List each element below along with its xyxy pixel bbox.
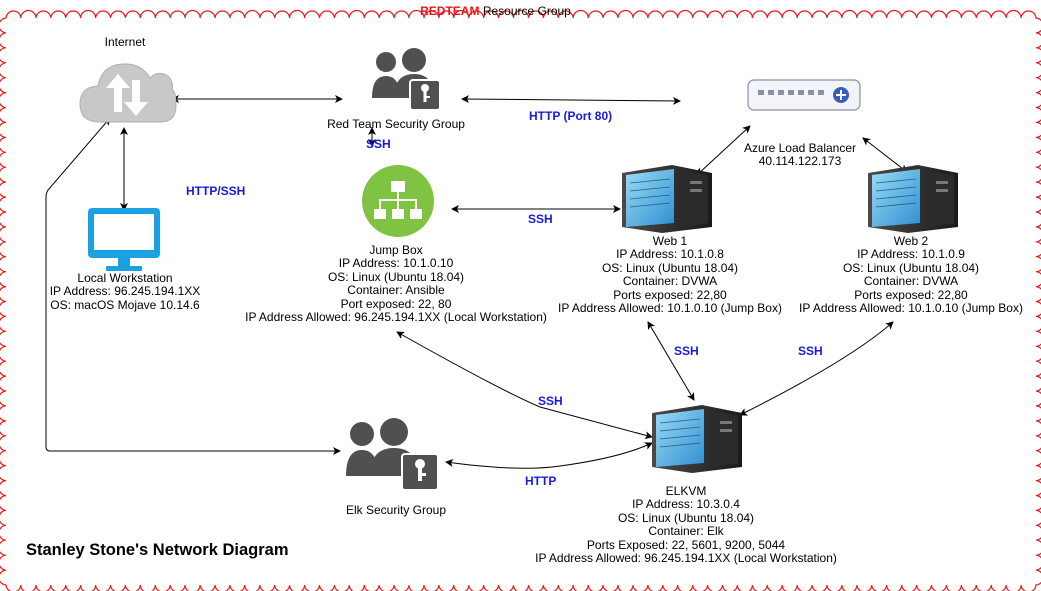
node-name: Jump Box — [369, 243, 423, 257]
node-detail: IP Address Allowed: 10.1.0.10 (Jump Box) — [799, 301, 1023, 316]
edge-label-ssh-jumpbox-elk: SSH — [538, 394, 563, 408]
diagram-title: Stanley Stone's Network Diagram — [26, 541, 289, 559]
node-name: Internet — [104, 35, 146, 49]
edge-redteam-loadbalancer — [461, 95, 681, 105]
security-group-icon — [346, 418, 439, 491]
node-detail: Ports exposed: 22,80 — [854, 287, 968, 302]
edge-label-http-elk: HTTP — [525, 474, 557, 488]
node-name: Elk Security Group — [345, 503, 447, 517]
node-detail: IP Address: 10.1.0.8 — [616, 247, 724, 262]
node-detail: Ports exposed: 22,80 — [613, 287, 727, 302]
cloud-icon — [79, 63, 177, 123]
node-detail: IP Address Allowed: 96.245.194.1XX (Loca… — [535, 551, 837, 566]
edge-elk-elksg — [445, 442, 653, 469]
node-detail: Container: Elk — [648, 524, 724, 539]
edge-lb-web1 — [696, 125, 751, 176]
elk-sg-label: Elk Security Group — [316, 503, 476, 517]
node-detail: 40.114.122.173 — [758, 154, 842, 169]
resource-group-title: REDTEAM Resource Group — [0, 4, 991, 18]
node-detail: OS: Linux (Ubuntu 18.04) — [601, 260, 739, 275]
node-name: Web 2 — [893, 234, 929, 248]
edge-label-ssh-redteam-jumpbox: SSH — [366, 137, 391, 151]
node-name: Web 1 — [652, 234, 688, 248]
edge-web2-elk — [739, 321, 894, 416]
node-detail: OS: Linux (Ubuntu 18.04) — [617, 510, 755, 525]
edges — [45, 95, 908, 469]
node-detail: Port exposed: 22, 80 — [340, 296, 452, 311]
node-detail: IP Address: 10.1.0.10 — [338, 256, 454, 271]
node-detail: OS: Linux (Ubuntu 18.04) — [327, 269, 465, 284]
node-name: Local Workstation — [77, 271, 173, 285]
node-name: ELKVM — [665, 484, 707, 498]
node-name: Red Team Security Group — [327, 117, 465, 131]
server-icon — [622, 165, 712, 233]
edge-label-http-ssh: HTTP/SSH — [186, 184, 246, 198]
security-group-icon — [372, 48, 441, 111]
server-icon — [868, 165, 958, 233]
edge-label-ssh-web2-elk: SSH — [798, 344, 823, 358]
node-detail: Ports Exposed: 22, 5601, 9200, 5044 — [586, 537, 786, 552]
edge-web1-elk — [647, 321, 695, 401]
node-detail: IP Address Allowed: 96.245.194.1XX (Loca… — [245, 310, 547, 325]
node-name: Azure Load Balancer — [743, 141, 857, 155]
node-detail: Container: DVWA — [622, 274, 718, 289]
edge-label-ssh-web1-elk: SSH — [674, 344, 699, 358]
edge-label-http-port80: HTTP (Port 80) — [529, 109, 613, 123]
server-icon — [652, 405, 742, 473]
node-detail: IP Address: 96.245.194.1XX — [49, 284, 201, 299]
edge-jumpbox-elk — [396, 331, 653, 440]
resource-group-name: REDTEAM — [420, 4, 480, 18]
monitor-icon — [88, 208, 160, 271]
jump-box-icon — [362, 165, 434, 237]
internet-label: Internet — [75, 35, 175, 49]
load-balancer-icon — [747, 79, 861, 111]
node-detail: Container: Ansible — [347, 283, 445, 298]
node-detail: IP Address: 10.3.0.4 — [632, 497, 740, 512]
resource-group-border — [0, 9, 1041, 591]
node-detail: OS: macOS Mojave 10.14.6 — [50, 297, 200, 312]
node-detail: IP Address Allowed: 10.1.0.10 (Jump Box) — [558, 301, 782, 316]
edge-lb-web2 — [862, 137, 908, 173]
resource-group-suffix: Resource Group — [482, 4, 571, 18]
node-detail: IP Address: 10.1.0.9 — [857, 247, 965, 262]
edge-label-ssh-jumpbox-web1: SSH — [528, 212, 553, 226]
node-detail: OS: Linux (Ubuntu 18.04) — [842, 260, 980, 275]
node-detail: Container: DVWA — [863, 274, 959, 289]
edge-internet-elksg — [45, 117, 341, 455]
red-team-sg-label: Red Team Security Group — [296, 117, 496, 131]
